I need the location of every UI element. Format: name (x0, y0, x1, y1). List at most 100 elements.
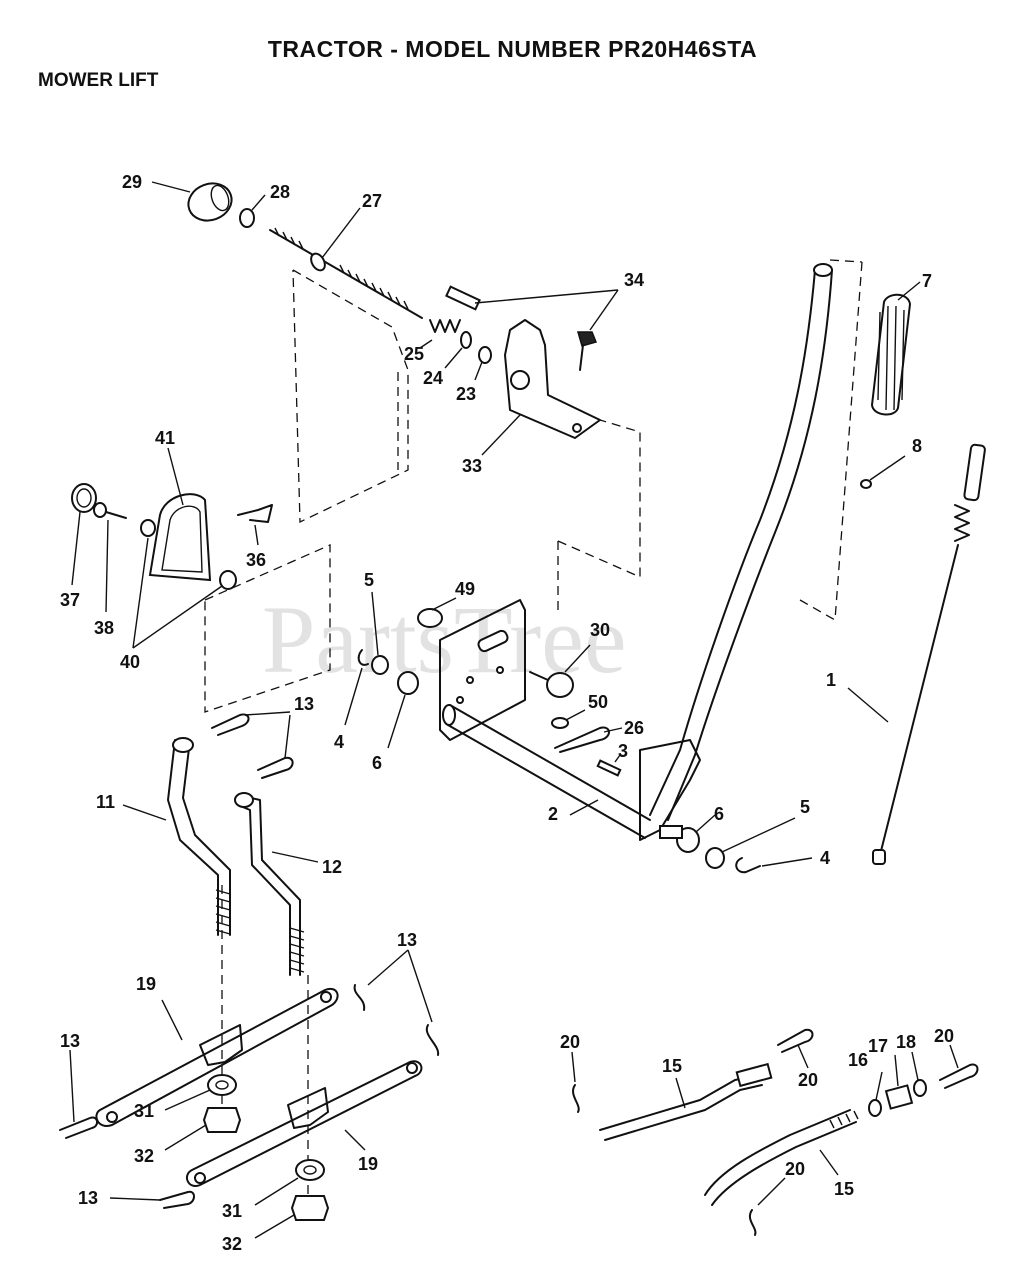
part-37-grommet (71, 483, 97, 586)
callout-25: 25 (404, 344, 424, 364)
callout-38: 38 (94, 618, 114, 638)
callout-27: 27 (362, 191, 382, 211)
part-36-clip (237, 504, 273, 546)
callout-41: 41 (155, 428, 175, 448)
part-32-nuts (164, 1107, 330, 1239)
page-title: TRACTOR - MODEL NUMBER PR20H46STA (267, 36, 758, 62)
lift-handle-lever (639, 263, 833, 841)
callout-20-lower: 20 (785, 1159, 805, 1179)
part-31-bushings (164, 1074, 325, 1206)
part-17-block (884, 1054, 914, 1110)
part-41-cover (148, 447, 212, 582)
part-4-clip-left (344, 649, 369, 726)
callout-5-left: 5 (364, 570, 374, 590)
part-6-bushing-left (387, 671, 419, 749)
part-34-bolts (445, 285, 619, 371)
part-27-threaded-rod (269, 207, 423, 319)
part-33-bracket (481, 319, 601, 456)
part-40-washers (132, 519, 237, 649)
callout-5-right: 5 (800, 797, 810, 817)
callout-15-lower: 15 (834, 1179, 854, 1199)
part-23-washer (474, 346, 492, 381)
part-7-grip (870, 281, 921, 416)
part-2-shaft (442, 704, 651, 839)
callout-20-left: 20 (560, 1032, 580, 1052)
part-25-spring (419, 319, 461, 349)
part-1-rod (847, 443, 986, 865)
part-19-arm-lower (185, 1060, 423, 1187)
part-24-washer (444, 331, 472, 369)
callout-15-upper: 15 (662, 1056, 682, 1076)
callout-40: 40 (120, 652, 140, 672)
callout-33: 33 (462, 456, 482, 476)
part-49-washer (417, 597, 457, 628)
section-subtitle: MOWER LIFT (38, 70, 159, 91)
part-5-bushing-left (371, 591, 389, 675)
callout-36: 36 (246, 550, 266, 570)
part-3-key (596, 754, 622, 777)
callout-17: 17 (868, 1036, 888, 1056)
callout-34: 34 (624, 270, 644, 290)
callout-23: 23 (456, 384, 476, 404)
callout-49: 49 (455, 579, 475, 599)
part-6-bushing-right (659, 814, 716, 853)
part-12-lift-link (234, 792, 319, 976)
callout-13-upper: 13 (294, 694, 314, 714)
part-13-pins-upper (211, 711, 294, 779)
frame-outline (204, 259, 863, 1200)
callout-13-bottom: 13 (78, 1188, 98, 1208)
part-13-pins-lower (59, 949, 440, 1209)
callout-37: 37 (60, 590, 80, 610)
callout-13-right: 13 (397, 930, 417, 950)
callout-11: 11 (96, 792, 115, 812)
callout-7: 7 (922, 271, 932, 291)
callout-26: 26 (624, 718, 644, 738)
callout-32-upper: 32 (134, 1146, 154, 1166)
watermark-text: PartsTree (262, 586, 626, 693)
callout-18: 18 (896, 1032, 916, 1052)
callout-labels: 29 28 27 34 25 24 23 33 7 8 41 37 38 40 … (60, 172, 954, 1254)
part-4-clip-right (735, 857, 813, 874)
mounting-plate (439, 599, 526, 741)
part-15-rod-lower (704, 1109, 859, 1206)
callout-16: 16 (848, 1050, 868, 1070)
callout-31-upper: 31 (134, 1101, 154, 1121)
part-19-arm-upper (95, 987, 339, 1127)
callout-6-left: 6 (372, 753, 382, 773)
part-8-cap (860, 455, 906, 489)
callout-24: 24 (423, 368, 443, 388)
callout-29: 29 (122, 172, 142, 192)
part-38-screw (93, 502, 127, 613)
callout-30: 30 (590, 620, 610, 640)
callout-13-left: 13 (60, 1031, 80, 1051)
part-5-bushing-right (705, 817, 796, 869)
callout-6-right: 6 (714, 804, 724, 824)
callout-32-lower: 32 (222, 1234, 242, 1254)
callout-28: 28 (270, 182, 290, 202)
callout-8: 8 (912, 436, 922, 456)
part-16-washer (868, 1071, 883, 1117)
callout-12: 12 (322, 857, 342, 877)
part-15-rod-upper (599, 1062, 773, 1141)
part-28-nut (239, 194, 266, 228)
callout-3: 3 (618, 741, 628, 761)
callout-19-lower: 19 (358, 1154, 378, 1174)
callout-4-left: 4 (334, 732, 344, 752)
callout-20-middle: 20 (798, 1070, 818, 1090)
callout-31-lower: 31 (222, 1201, 242, 1221)
part-18-nut (911, 1051, 927, 1097)
callout-2: 2 (548, 804, 558, 824)
part-26-pin (554, 726, 623, 753)
part-29-knob (151, 181, 233, 222)
part-50-washer (551, 709, 586, 729)
part-20-pins (571, 1028, 979, 1236)
callout-19-upper: 19 (136, 974, 156, 994)
callout-1: 1 (826, 670, 836, 690)
callout-50: 50 (588, 692, 608, 712)
part-11-lift-link (122, 737, 231, 936)
part-30-spacer (529, 644, 591, 698)
callout-20-right: 20 (934, 1026, 954, 1046)
callout-4-right: 4 (820, 848, 830, 868)
